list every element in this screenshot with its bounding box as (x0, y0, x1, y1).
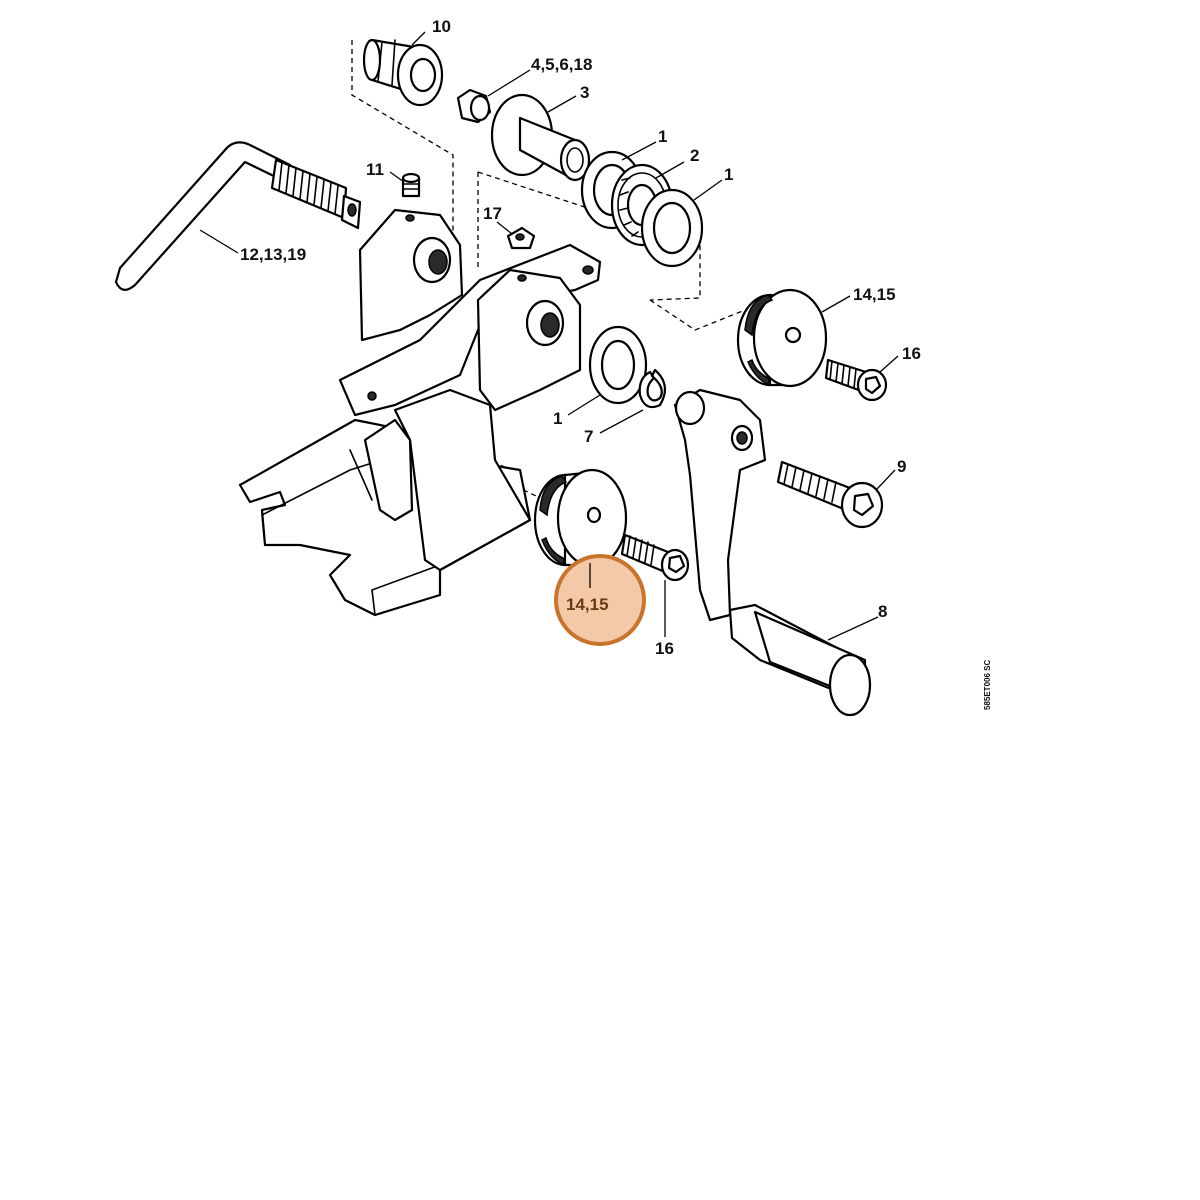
callout-3[interactable]: 3 (580, 83, 589, 102)
part-11-set-screw (401, 172, 421, 198)
part-9-screw (776, 460, 884, 529)
part-3-flanged-shaft (490, 93, 591, 182)
callout-1-top[interactable]: 1 (658, 127, 667, 146)
part-8-crank (673, 388, 872, 717)
selected-part-highlight[interactable] (554, 554, 646, 646)
callout-16-bottom[interactable]: 16 (655, 639, 674, 658)
part-17-grease-nipple (506, 226, 536, 250)
part-1-washer-mid (588, 325, 648, 405)
part-16-screw-bottom (620, 533, 690, 582)
callout-17[interactable]: 17 (483, 204, 502, 223)
part-7-circlip (638, 368, 667, 409)
part-1-washer-right (640, 188, 704, 268)
callout-4-5-6-18[interactable]: 4,5,6,18 (531, 55, 592, 74)
callout-labels: 10 4,5,6,18 3 1 2 1 11 17 12,13,19 14,15… (240, 17, 921, 658)
callout-8[interactable]: 8 (878, 602, 887, 621)
part-12-13-19-lever (114, 141, 362, 291)
part-16-screw-top (824, 358, 888, 402)
callout-14-15-top[interactable]: 14,15 (853, 285, 896, 304)
part-4-5-6-18-nut (456, 88, 492, 124)
callout-16-top[interactable]: 16 (902, 344, 921, 363)
part-14-15-roller-selected (533, 468, 628, 568)
callout-7[interactable]: 7 (584, 427, 593, 446)
part-14-15-roller-top (736, 288, 828, 388)
callout-2[interactable]: 2 (690, 146, 699, 165)
leader-lines (199, 31, 899, 641)
base-casting (238, 208, 602, 617)
callout-10[interactable]: 10 (432, 17, 451, 36)
callout-14-15-selected[interactable]: 14,15 (566, 595, 609, 614)
callout-12-13-19[interactable]: 12,13,19 (240, 245, 306, 264)
part-10-bushing (362, 38, 444, 107)
callout-1-mid[interactable]: 1 (553, 409, 562, 428)
callout-11[interactable]: 11 (366, 160, 384, 179)
drawing-code: 585ET006 SC (983, 660, 992, 710)
callout-9[interactable]: 9 (897, 457, 906, 476)
callout-1-right[interactable]: 1 (724, 165, 733, 184)
